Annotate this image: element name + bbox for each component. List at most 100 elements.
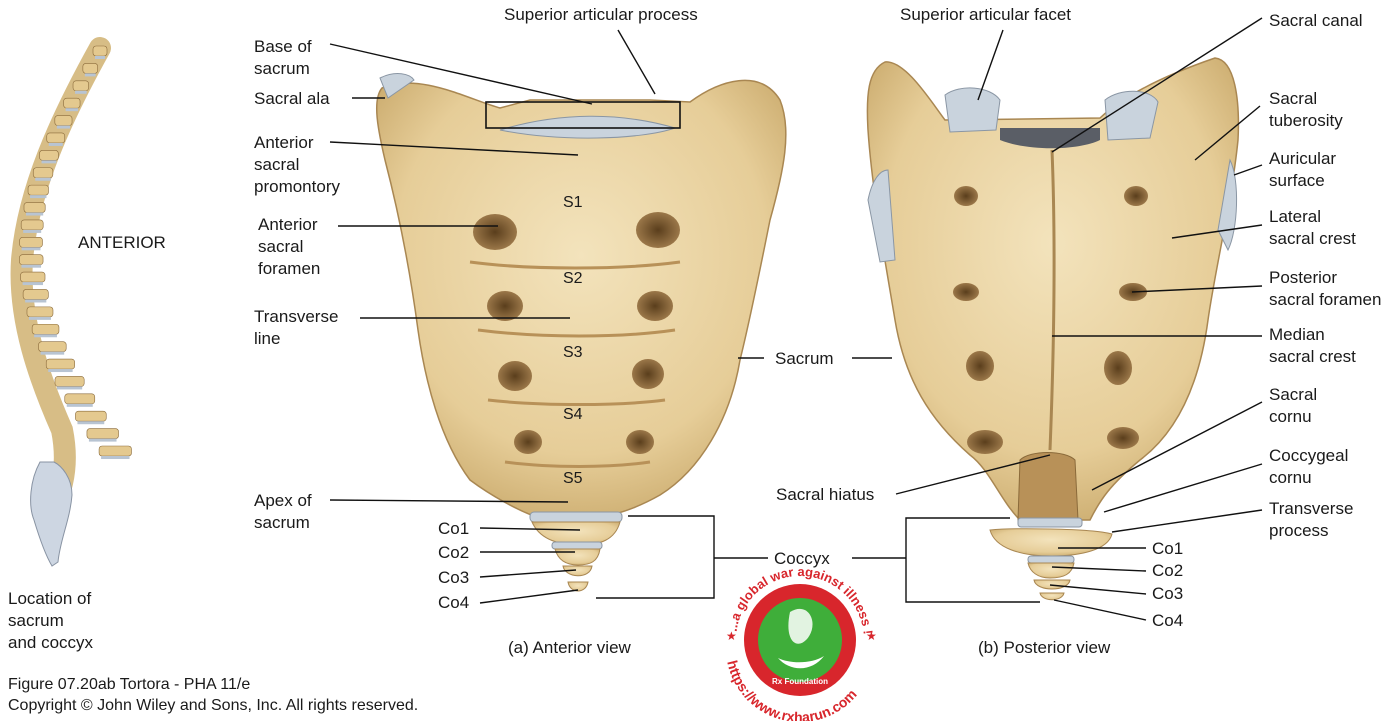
- copyright-notice: Copyright © John Wiley and Sons, Inc. Al…: [8, 697, 419, 714]
- label-anterior-co4: Co4: [438, 593, 470, 612]
- label-sacral-cornu-line1: Sacral: [1269, 385, 1318, 404]
- vertebra: [75, 410, 107, 422]
- vertebra: [32, 167, 54, 179]
- label-tuberosity-line1: Sacral: [1269, 89, 1318, 108]
- anterior-sacrum: [376, 73, 787, 592]
- label-promontory-line3: promontory: [254, 177, 340, 196]
- intervertebral-disc: [101, 456, 130, 459]
- label-transverse-process-line2: process: [1269, 521, 1329, 540]
- left-superior-facet: [944, 87, 1001, 133]
- vertebra: [45, 358, 75, 370]
- label-promontory-line1: Anterior: [254, 133, 314, 152]
- intervertebral-disc: [95, 56, 105, 59]
- vertebra: [64, 393, 96, 405]
- label-auricular-line2: surface: [1269, 171, 1325, 190]
- label-posterior-co1: Co1: [1152, 539, 1184, 558]
- intervertebral-disc: [25, 299, 47, 303]
- label-auricular-surface: Auricular surface: [1269, 148, 1336, 192]
- label-transverse-line-line1: Transverse: [254, 307, 339, 326]
- posterior-sacrum: [866, 57, 1240, 601]
- intervertebral-disc: [56, 125, 71, 129]
- intervertebral-disc: [56, 386, 83, 390]
- sacral-canal-opening: [1000, 128, 1100, 149]
- segment-s5: S5: [563, 470, 583, 487]
- intervertebral-disc: [84, 73, 96, 77]
- vertebra: [82, 63, 98, 74]
- label-transverse-line: Transverse line: [254, 306, 338, 350]
- intervertebral-disc: [75, 90, 87, 94]
- label-transverse-process: Transverse process: [1269, 498, 1353, 542]
- label-apex-of-sacrum: Apex of sacrum: [254, 490, 312, 534]
- vertebra: [31, 323, 60, 335]
- label-anterior-sacral-foramen: Anterior sacral foramen: [258, 214, 320, 280]
- label-sacral-cornu-line2: cornu: [1269, 407, 1312, 426]
- label-median-crest-line2: sacral crest: [1269, 347, 1356, 366]
- location-caption-line1: Location of: [8, 589, 92, 608]
- label-post-foramen-line1: Posterior: [1269, 268, 1338, 287]
- label-coccygeal-cornu: Coccygeal cornu: [1269, 445, 1348, 489]
- label-sacral-canal: Sacral canal: [1269, 11, 1363, 30]
- intervertebral-disc: [41, 160, 57, 164]
- vertebra: [54, 376, 85, 387]
- segment-s1: S1: [563, 194, 583, 211]
- label-coccyx: Coccyx: [774, 549, 830, 568]
- segment-s2: S2: [563, 270, 583, 287]
- label-anterior-co3: Co3: [438, 568, 470, 587]
- intervertebral-disc: [34, 334, 57, 338]
- label-posterior-co2: Co2: [1152, 561, 1184, 580]
- caption-posterior-view: (b) Posterior view: [978, 638, 1111, 657]
- intervertebral-disc: [21, 264, 42, 268]
- vertebra: [98, 445, 132, 457]
- label-lateral-crest-line1: Lateral: [1269, 207, 1321, 226]
- label-coccygeal-cornu-line2: cornu: [1269, 468, 1312, 487]
- vertebra: [92, 45, 108, 57]
- label-posterior-sacral-foramen: Posterior sacral foramen: [1269, 267, 1381, 311]
- label-ant-foramen-line2: sacral: [258, 237, 304, 256]
- label-base-of-sacrum-line1: Base of: [254, 37, 312, 56]
- leader-lines: [329, 17, 1263, 621]
- label-transverse-process-line1: Transverse: [1269, 499, 1354, 518]
- vertebra: [26, 306, 54, 318]
- intervertebral-disc: [66, 403, 93, 407]
- intervertebral-disc: [48, 142, 63, 146]
- vertebra: [23, 202, 46, 213]
- caption-anterior-view: (a) Anterior view: [508, 638, 631, 657]
- label-median-crest-line1: Median: [1269, 325, 1325, 344]
- label-lateral-crest-line2: sacral crest: [1269, 229, 1356, 248]
- label-sacral-tuberosity: Sacral tuberosity: [1269, 88, 1343, 132]
- vertebra: [39, 150, 59, 161]
- label-median-sacral-crest: Median sacral crest: [1269, 324, 1356, 368]
- label-ant-foramen-line1: Anterior: [258, 215, 318, 234]
- vertebra: [86, 428, 119, 439]
- label-tuberosity-line2: tuberosity: [1269, 111, 1343, 130]
- vertebra: [38, 341, 67, 352]
- label-sacral-ala: Sacral ala: [254, 89, 330, 108]
- vertebra: [19, 254, 44, 265]
- label-anterior-sacral-promontory: Anterior sacral promontory: [254, 132, 340, 198]
- vertebra: [20, 271, 46, 283]
- vertebra: [72, 80, 89, 92]
- location-caption-line2: sacrum: [8, 611, 64, 630]
- segment-s3: S3: [563, 344, 583, 361]
- vertebra: [46, 132, 66, 144]
- intervertebral-disc: [25, 212, 44, 216]
- intervertebral-disc: [21, 247, 41, 251]
- label-post-foramen-line2: sacral foramen: [1269, 290, 1382, 309]
- intervertebral-disc: [77, 421, 105, 425]
- intervertebral-disc: [30, 195, 47, 199]
- vertebra: [22, 289, 49, 300]
- label-superior-articular-facet: Superior articular facet: [900, 5, 1072, 24]
- intervertebral-disc: [22, 282, 44, 286]
- label-base-of-sacrum: Base of sacrum: [254, 36, 312, 80]
- label-sacrum: Sacrum: [775, 349, 834, 368]
- label-ant-foramen-line3: foramen: [258, 259, 321, 278]
- sacral-hiatus-shape: [1017, 452, 1079, 521]
- label-promontory-line2: sacral: [254, 155, 300, 174]
- vertebral-column: [10, 37, 132, 567]
- label-apex-line1: Apex of: [254, 491, 312, 510]
- label-sacral-cornu: Sacral cornu: [1269, 384, 1317, 428]
- vertebra: [54, 115, 73, 126]
- location-caption-line3: and coccyx: [8, 633, 94, 652]
